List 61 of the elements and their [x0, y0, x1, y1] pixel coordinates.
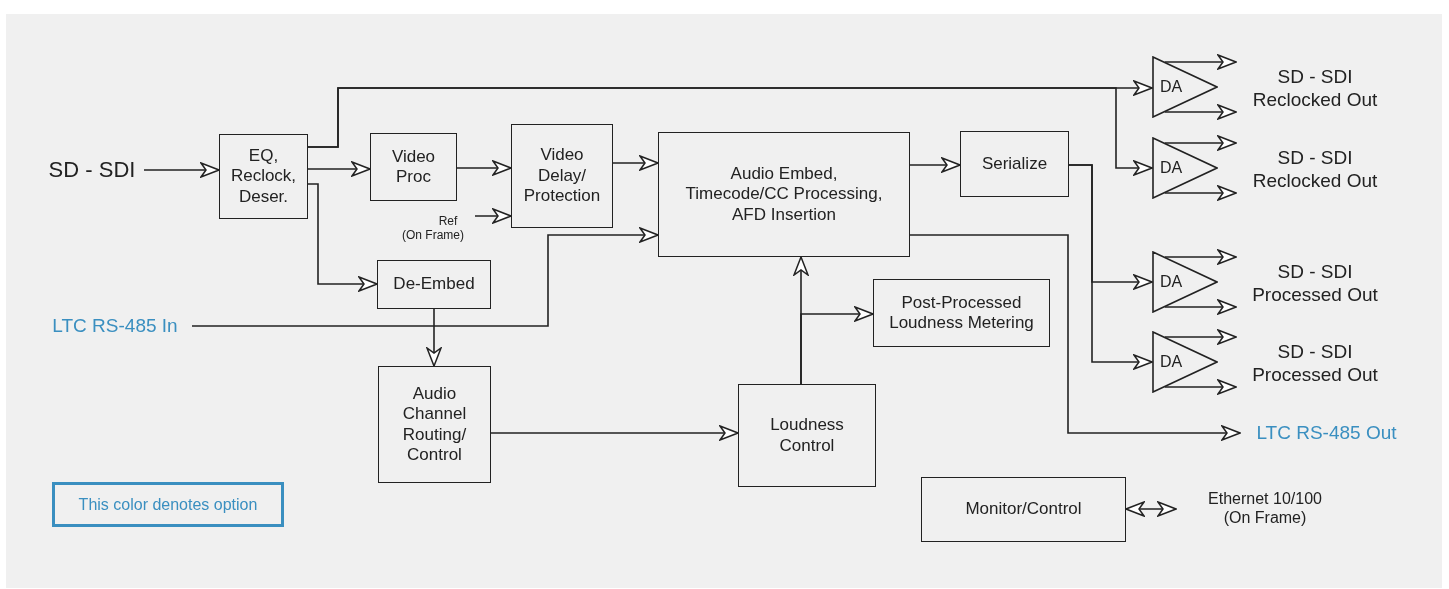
amplifier-label: DA [1160, 352, 1183, 372]
signal-label: LTC RS-485 In [52, 314, 178, 338]
arrow [1068, 164, 1153, 370]
box-label: Serialize [980, 153, 1049, 175]
amplifier-triangle [1152, 137, 1218, 199]
arrow [612, 155, 659, 171]
amplifier-label: DA [1160, 158, 1183, 178]
arrow [1163, 329, 1237, 345]
arrow [191, 227, 659, 327]
arrow [1163, 299, 1237, 315]
amplifier-label: DA [1160, 77, 1183, 97]
process-box [873, 279, 1050, 347]
box-label: Post-Processed Loudness Metering [888, 292, 1035, 334]
amplifier-triangle [1152, 251, 1218, 313]
arrow [143, 162, 220, 178]
box-label: EQ, Reclock, Deser. [229, 145, 298, 208]
process-box [377, 260, 491, 309]
arrow [1163, 135, 1237, 151]
process-box [960, 131, 1069, 197]
signal-label: LTC RS-485 Out [1256, 421, 1397, 445]
signal-label: Ref (On Frame) [401, 213, 465, 243]
process-box [658, 132, 910, 257]
amplifier-triangle [1152, 331, 1218, 393]
process-box [378, 366, 491, 483]
amplifier-label: DA [1160, 272, 1183, 292]
arrow [909, 157, 961, 173]
arrow [474, 208, 512, 224]
process-box [370, 133, 457, 201]
arrow [456, 160, 512, 176]
process-box [921, 477, 1126, 542]
arrow [307, 183, 378, 292]
arrow [1163, 249, 1237, 265]
box-label: Loudness Control [769, 415, 845, 456]
box-label: De-Embed [392, 274, 476, 295]
arrow [1163, 54, 1237, 70]
box-label: Audio Channel Routing/ Control [401, 383, 468, 466]
arrow [307, 87, 1153, 176]
process-box [738, 384, 876, 487]
arrow [490, 425, 739, 441]
signal-label: SD - SDI Processed Out [1251, 341, 1379, 387]
signal-label: SD - SDI Reclocked Out [1251, 147, 1379, 193]
arrow [1163, 104, 1237, 120]
arrow [426, 308, 442, 367]
legend-box: This color denotes option [52, 482, 284, 527]
arrow [1163, 379, 1237, 395]
process-box [219, 134, 308, 219]
amplifier-triangle [1152, 56, 1218, 118]
signal-label: SD - SDI Processed Out [1251, 261, 1379, 307]
process-box [511, 124, 613, 228]
arrow [307, 161, 371, 177]
arrow [1125, 501, 1177, 517]
arrow [909, 234, 1241, 441]
signal-label: SD - SDI [48, 156, 136, 184]
box-label: Video Proc [390, 146, 437, 188]
arrow [800, 306, 874, 385]
box-label: Audio Embed, Timecode/CC Processing, AFD Insertion [684, 163, 884, 226]
signal-label: SD - SDI Reclocked Out [1251, 66, 1379, 112]
box-label: Video Delay/ Protection [522, 145, 602, 207]
box-label: Monitor/Control [964, 499, 1083, 520]
signal-label: Ethernet 10/100 (On Frame) [1207, 488, 1323, 528]
arrow [1163, 185, 1237, 201]
